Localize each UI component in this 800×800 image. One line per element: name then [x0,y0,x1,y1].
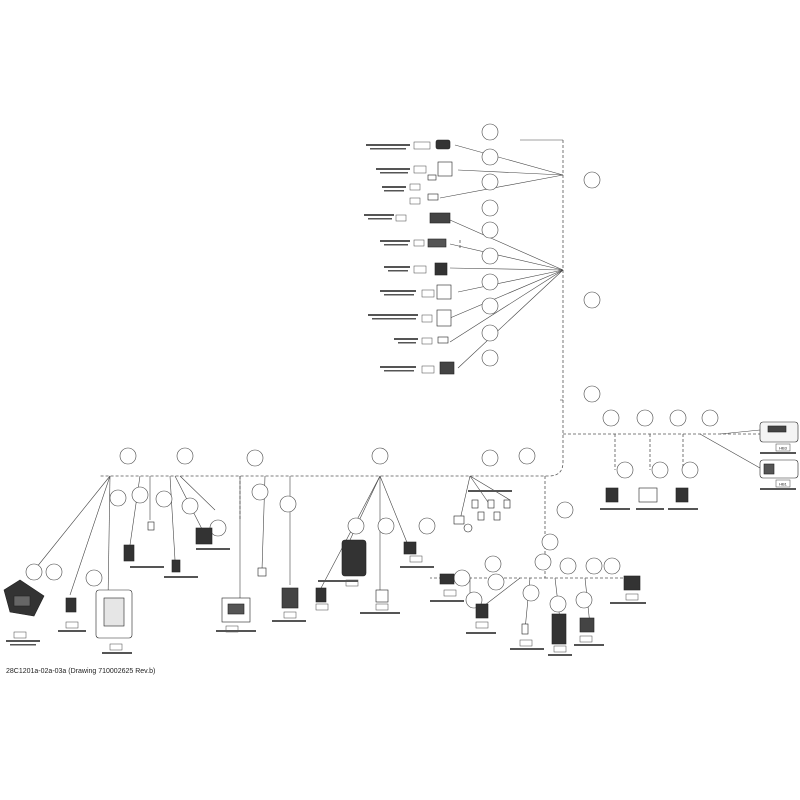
right-connector-tags: HB3 HB1 [775,443,791,488]
wire-label-bubbles [25,123,719,613]
harness-trunk [100,140,760,579]
lower-connector-descriptions [6,452,796,656]
connector-id-hb1: HB1 [779,482,788,487]
drawing-caption: 28C1201a-02a-03a (Drawing 710002625 Rev.… [6,668,156,675]
top-connector-tags [395,141,435,374]
right-connectors [605,421,799,503]
top-connectors [427,139,455,375]
connector-id-hb3: HB3 [779,446,788,451]
lower-connectors [3,499,641,645]
top-connector-descriptions [364,144,418,372]
lower-connector-tags [13,555,639,653]
wire-leads [27,139,761,631]
